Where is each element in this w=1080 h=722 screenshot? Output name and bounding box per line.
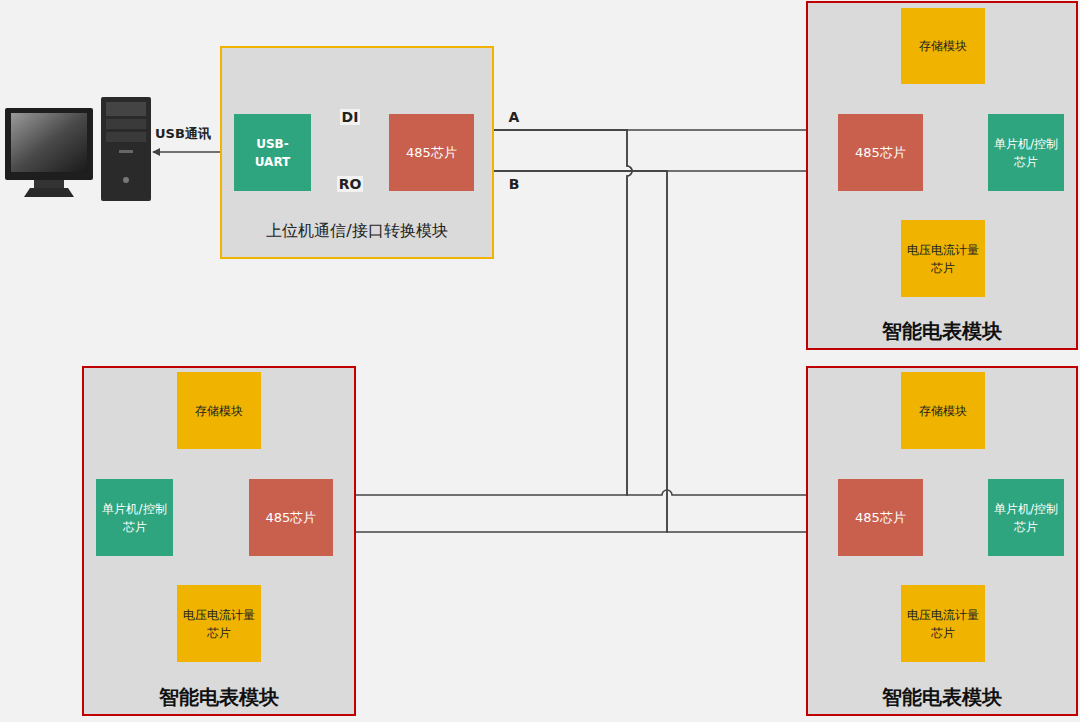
module-title: 智能电表模块: [84, 682, 354, 712]
rs485-chip: 485芯片: [249, 479, 333, 556]
function-chip: 电压电流计量芯片: [901, 585, 985, 662]
module-title: 上位机通信/接口转换模块: [222, 219, 492, 243]
chip-label: 单片机/控制芯片: [100, 500, 169, 536]
monitor-icon: [5, 108, 93, 197]
controller-chip: USB- UART: [234, 114, 311, 191]
link-label: USB通讯: [153, 126, 213, 142]
meter-module: 智能电表模块 存储模块 485芯片 单片机/控制芯片电压电流计量芯片: [806, 1, 1078, 350]
controller-chip: 单片机/控制芯片: [96, 479, 173, 556]
function-chip: 存储模块: [901, 8, 985, 84]
meter-module: 智能电表模块 存储模块单片机/控制芯片 485芯片电压电流计量芯片: [82, 366, 356, 716]
signal-name: A: [507, 109, 522, 125]
controller-chip: 单片机/控制芯片: [988, 479, 1064, 556]
rs485-chip: 485芯片: [838, 479, 923, 556]
signal-name: RO: [337, 176, 364, 192]
controller-chip: 单片机/控制芯片: [988, 114, 1064, 191]
chip-label: 电压电流计量芯片: [905, 606, 981, 642]
chip-label: 单片机/控制芯片: [992, 135, 1060, 171]
function-chip: 存储模块: [901, 372, 985, 449]
rs485-chip: 485芯片: [389, 114, 474, 191]
tower-icon: [101, 97, 151, 201]
meter-module: 智能电表模块 存储模块 485芯片 单片机/控制芯片电压电流计量芯片: [806, 366, 1078, 716]
chip-label: 存储模块: [919, 402, 967, 420]
rs485-bus-line: [474, 171, 838, 532]
module-title: 智能电表模块: [808, 682, 1076, 712]
chip-label: USB- UART: [238, 135, 307, 171]
rs485-chip: 485芯片: [838, 114, 923, 191]
chip-label: 电压电流计量芯片: [905, 241, 981, 277]
function-chip: 电压电流计量芯片: [901, 220, 985, 297]
rs485-bus-line: [474, 130, 838, 495]
chip-label: 电压电流计量芯片: [181, 606, 257, 642]
chip-label: 单片机/控制芯片: [992, 500, 1060, 536]
chip-label: 485芯片: [406, 143, 457, 163]
chip-label: 存储模块: [919, 37, 967, 55]
interface-module: 上位机通信/接口转换模块 USB- UART 485芯片: [220, 46, 494, 259]
signal-name: B: [507, 176, 522, 192]
function-chip: 存储模块: [177, 372, 261, 449]
module-title: 智能电表模块: [808, 316, 1076, 346]
function-chip: 电压电流计量芯片: [177, 585, 261, 662]
chip-label: 485芯片: [855, 143, 906, 163]
signal-name: DI: [340, 109, 361, 125]
chip-label: 485芯片: [855, 508, 906, 528]
chip-label: 485芯片: [266, 508, 317, 528]
chip-label: 存储模块: [195, 402, 243, 420]
